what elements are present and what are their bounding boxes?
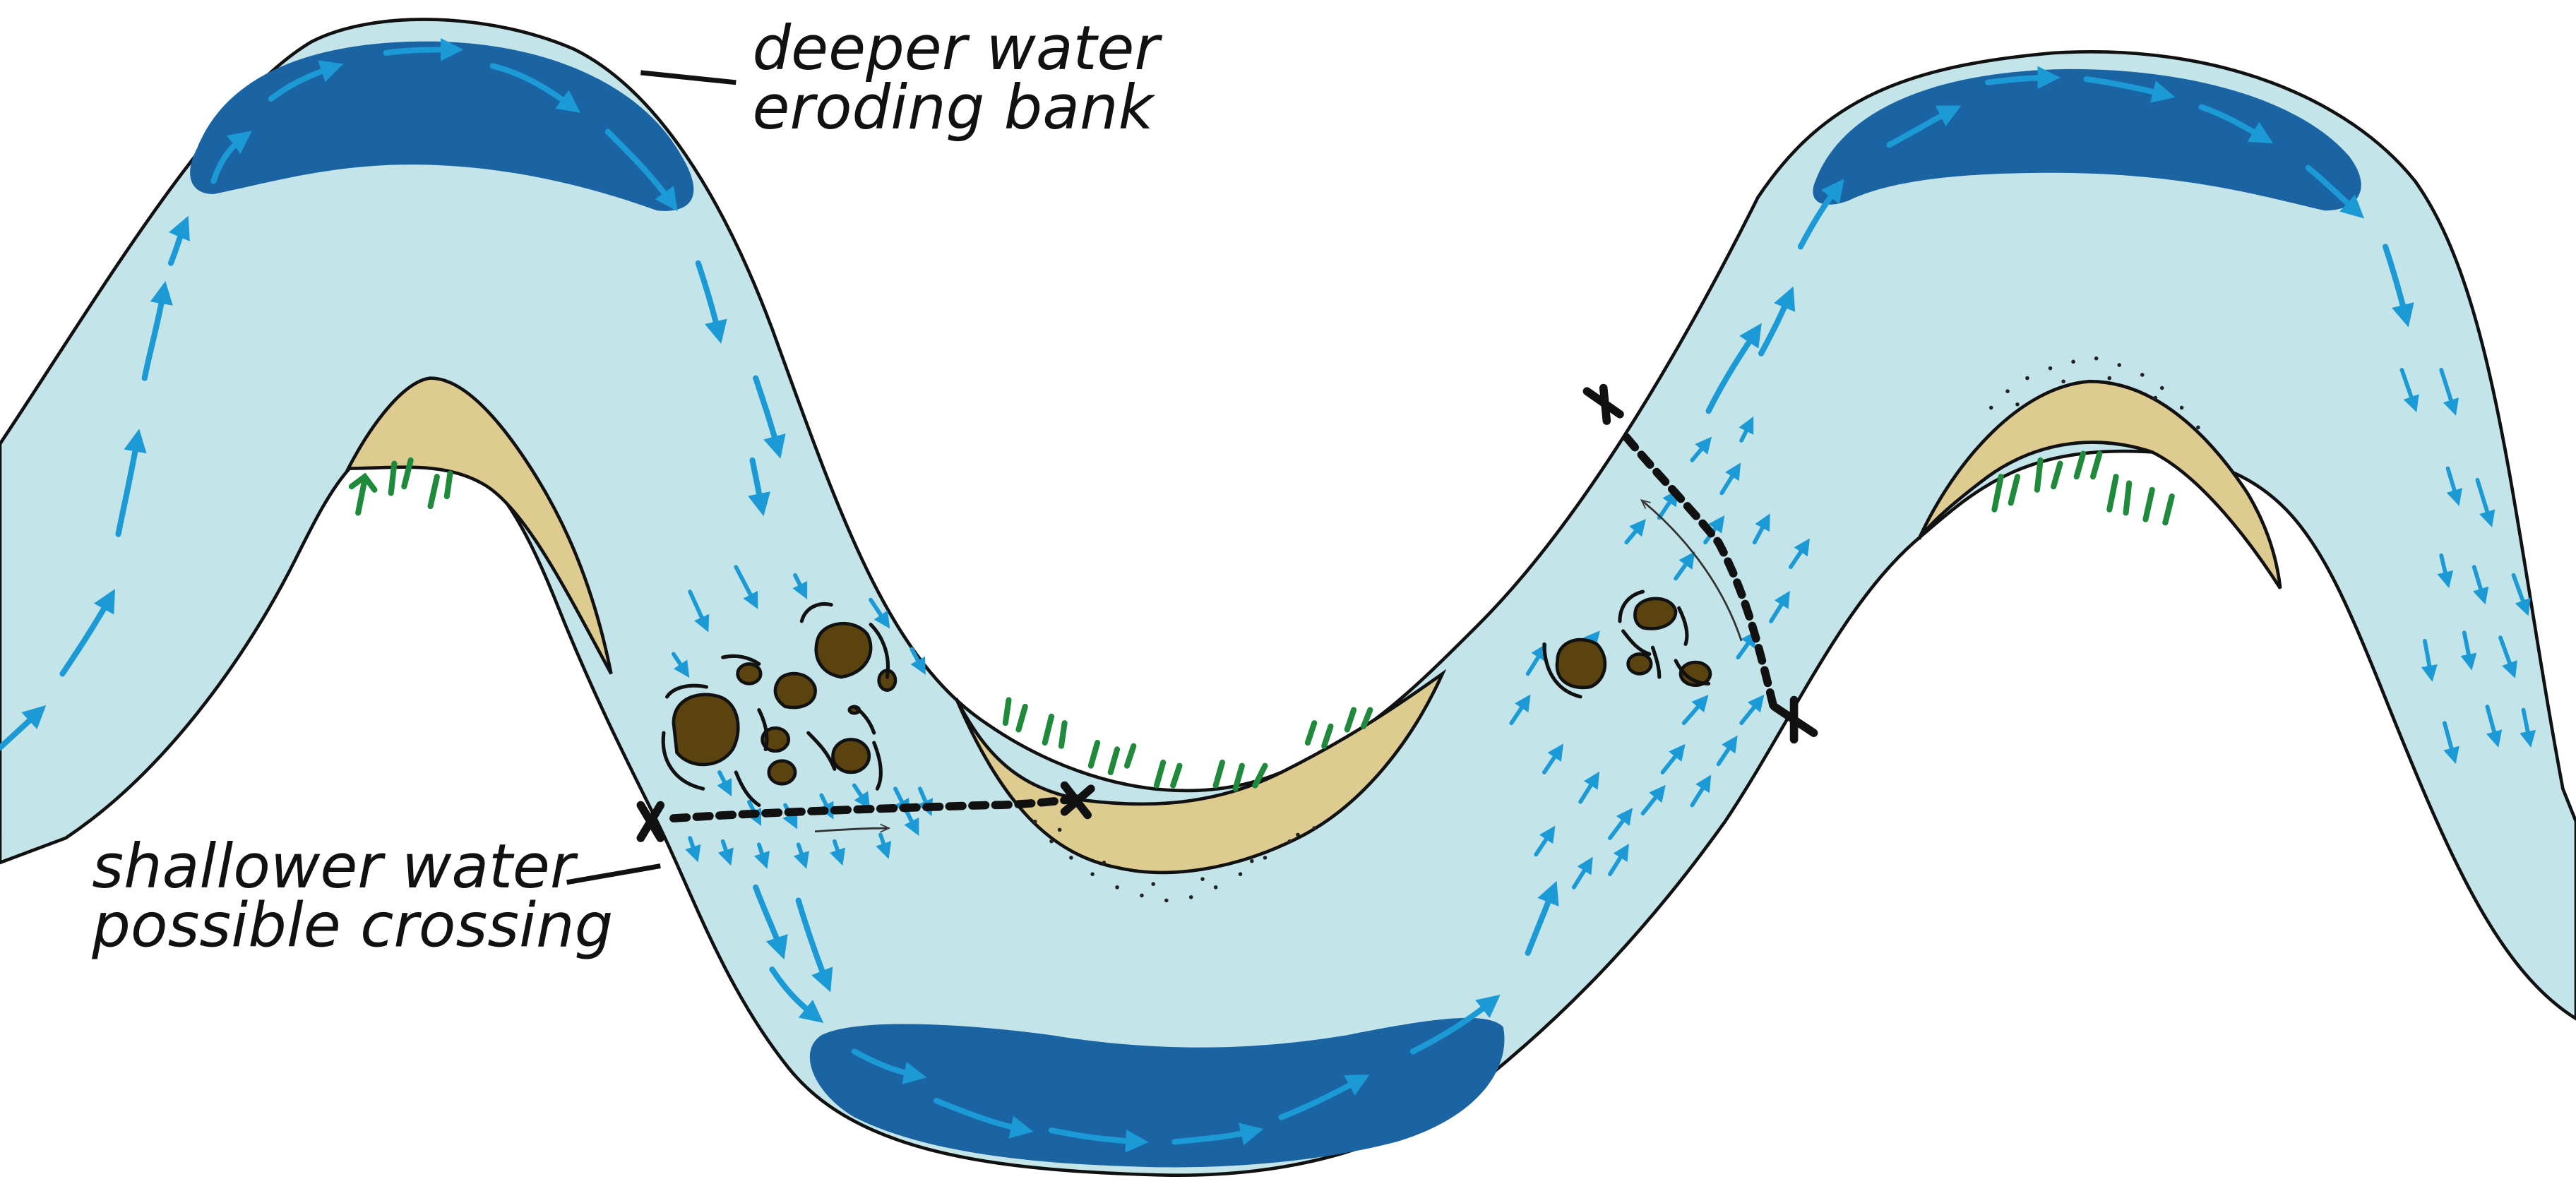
river-channel	[0, 18, 2576, 1177]
sand-bar-left	[345, 376, 613, 675]
stipple-middle	[1032, 819, 1317, 903]
sand-bar-right	[1917, 379, 2282, 589]
rock-wake-lines	[661, 589, 1711, 808]
grass-icon	[348, 450, 2175, 792]
shallower-leader-line	[566, 863, 661, 885]
deeper-leader-line	[640, 70, 737, 85]
thin-route-arrows	[814, 501, 1743, 832]
deep-pool-right	[1813, 68, 2361, 211]
shallower-water-label: shallower water	[92, 832, 578, 902]
x-marker-icon	[636, 383, 1818, 842]
rock-icon	[672, 597, 1712, 786]
possible-crossing-label: possible crossing	[91, 891, 613, 962]
stipple-right	[1988, 356, 2200, 430]
sand-bar-middle	[954, 669, 1447, 875]
eroding-bank-label: eroding bank	[753, 73, 1156, 143]
deep-pool-left	[190, 41, 694, 211]
deeper-water-label: deeper water	[753, 13, 1163, 84]
flow-arrow-icon	[0, 38, 2414, 1153]
deep-pool-bottom	[809, 1017, 1505, 1168]
crossing-route	[669, 433, 1779, 822]
